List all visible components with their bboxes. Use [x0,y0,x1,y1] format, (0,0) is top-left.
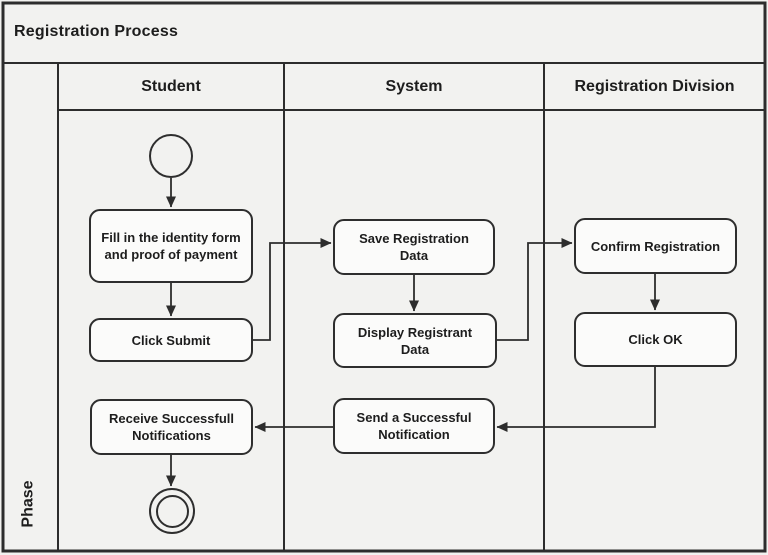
lane-header-system-label: System [385,77,443,95]
lane-header-registration-division: Registration Division [544,63,765,110]
edge-display-registrant-to-confirm-registration [497,238,573,341]
action-save-registration-data: Save Registration Data [333,219,495,275]
phase-label: Phase [19,480,37,528]
edge-click-ok-to-send-notification [496,367,656,432]
action-send-successful-notification: Send a Successful Notification [333,398,495,454]
action-confirm-registration: Confirm Registration [574,218,737,274]
action-click-submit: Click Submit [89,318,253,362]
final-node [149,488,195,534]
lane-header-student-label: Student [141,77,201,95]
lane-header-system: System [284,63,544,110]
phase-cell: Phase [0,458,58,550]
final-node-inner-circle [155,494,189,528]
action-click-ok: Click OK [574,312,737,367]
initial-node [149,134,193,178]
lane-header-student: Student [58,63,284,110]
edge-click-submit-to-save-registration [253,238,332,341]
action-fill-identity-form: Fill in the identity form and proof of p… [89,209,253,283]
diagram-title: Registration Process [0,0,768,63]
diagram-title-text: Registration Process [14,22,179,40]
action-receive-successfull-notifications: Receive Successfull Notifications [90,399,253,455]
lane-header-registration-division-label: Registration Division [574,77,735,95]
action-display-registrant-data: Display Registrant Data [333,313,497,368]
